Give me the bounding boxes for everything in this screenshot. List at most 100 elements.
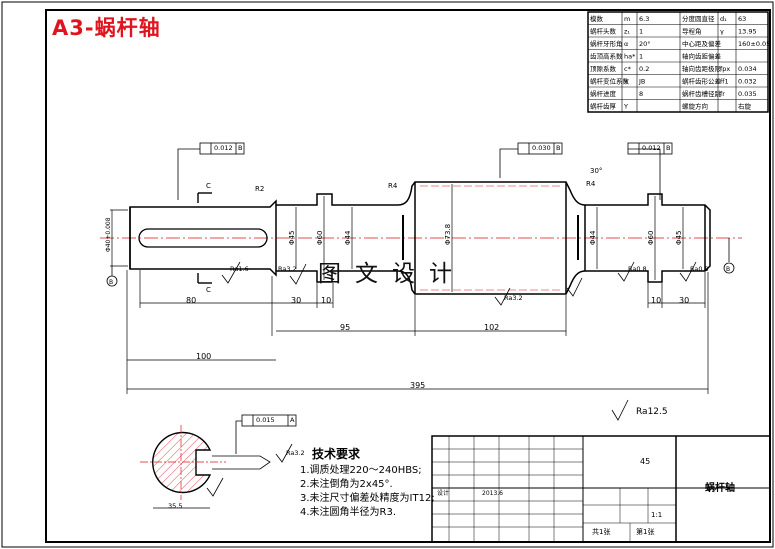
sheet-title: A3-蜗杆轴 xyxy=(52,16,161,40)
param-cell: d₁ xyxy=(720,15,727,23)
overall-roughness: Ra12.5 xyxy=(636,407,668,417)
roughness-label: Ra1.6 xyxy=(230,265,249,273)
param-cell: 蜗杆进度 xyxy=(590,89,617,98)
param-cell: 63 xyxy=(738,15,746,23)
dim-length: 30 xyxy=(291,296,302,305)
param-cell: Y xyxy=(623,103,628,111)
dimension-lines xyxy=(110,184,709,394)
param-cell: m xyxy=(624,15,630,23)
param-cell: ha* xyxy=(624,53,636,61)
dim-length: 100 xyxy=(196,352,212,361)
svg-text:B: B xyxy=(109,279,113,286)
tolerance-leaders xyxy=(177,142,673,200)
param-cell: ff1 xyxy=(720,78,729,86)
param-cell: 0.035 xyxy=(738,90,757,98)
param-cell: z₁ xyxy=(624,28,630,36)
tech-requirement-item: 3.未注尺寸偏差处精度为IT12; xyxy=(300,493,435,504)
diameter-label: Φ40+0.008 xyxy=(105,217,112,252)
chamfer-angle: 30° xyxy=(590,167,603,175)
param-cell: x xyxy=(624,78,628,86)
roughness-label: Ra3.2 xyxy=(286,449,305,457)
inner-frame xyxy=(45,9,771,543)
worm-thread-marks xyxy=(402,215,579,260)
shaft-outline xyxy=(129,181,711,295)
svg-text:B: B xyxy=(726,266,730,273)
param-cell: 导程角 xyxy=(682,27,702,36)
param-cell: 分度圆直径 xyxy=(682,14,715,23)
param-cell: 轴向齿距极限 xyxy=(682,64,722,73)
keyway-depth: 35.5 xyxy=(168,502,183,510)
diameter-label: Φ60 xyxy=(647,231,655,245)
param-cell: 1 xyxy=(639,28,643,36)
dim-length: 30 xyxy=(679,296,690,305)
material-label: 45 xyxy=(640,457,651,466)
fillet-label: R4 xyxy=(388,182,398,190)
dim-length: 102 xyxy=(484,323,500,332)
param-cell: 中心距及偏差 xyxy=(682,39,722,48)
tolerance-value: 0.015 xyxy=(256,416,275,424)
tech-requirement-item: 2.未注倒角为2x45°. xyxy=(300,479,393,490)
title-block xyxy=(431,435,771,543)
tolerance-datum: A xyxy=(290,416,295,424)
diameter-label: Φ73.8 xyxy=(444,224,452,245)
param-cell: 蜗杆齿槽径跳 xyxy=(682,89,722,98)
tech-requirement-item: 4.未注圆角半径为R3. xyxy=(300,507,397,518)
roughness-label: Ra0.8 xyxy=(628,265,647,273)
cross-section-view xyxy=(140,414,297,509)
tolerance-datum: B xyxy=(238,144,243,152)
roughness-label: Ra0.8 xyxy=(690,265,709,273)
tolerance-value: 0.012 xyxy=(214,144,233,152)
param-cell: c* xyxy=(624,65,632,73)
section-label: C xyxy=(206,182,211,190)
param-cell: 蜗杆齿形公差 xyxy=(682,77,722,86)
technical-requirements: 技术要求 1.调质处理220～240HBS; 2.未注倒角为2x45°. 3.未… xyxy=(300,448,435,522)
roughness-label: Ra3.2 xyxy=(504,294,523,302)
diameter-label: Φ45 xyxy=(675,231,683,245)
drawing-date: 2013.6 xyxy=(482,490,503,497)
param-cell: 0.032 xyxy=(738,78,757,86)
param-cell: 8 xyxy=(639,90,643,98)
param-cell: 齿顶高系数 xyxy=(590,52,623,61)
param-cell: 0.034 xyxy=(738,65,757,73)
part-name: 蜗杆轴 xyxy=(705,483,735,494)
param-cell: 蜗杆牙形角 xyxy=(590,39,623,48)
param-cell: 顶隙系数 xyxy=(590,64,617,73)
dim-length: 95 xyxy=(340,323,351,332)
diameter-label: Φ60 xyxy=(316,231,324,245)
roughness-label: Ra3.2 xyxy=(278,265,297,273)
param-cell: fr xyxy=(720,90,725,98)
datum-b-marker: B B xyxy=(106,238,735,287)
param-cell: 1 xyxy=(639,53,643,61)
param-cell: 160±0.05 xyxy=(738,40,770,48)
dim-length: 80 xyxy=(186,296,197,305)
tech-requirements-heading: 技术要求 xyxy=(312,447,361,461)
param-cell: 6.3 xyxy=(639,15,649,23)
tech-requirement-item: 1.调质处理220～240HBS; xyxy=(300,465,422,476)
watermark-text: 图文设计 xyxy=(318,261,466,287)
dim-length: 10 xyxy=(321,296,332,305)
param-cell: α xyxy=(624,40,628,48)
tolerance-value: 0.030 xyxy=(532,144,551,152)
param-cell: 模数 xyxy=(590,14,604,23)
keyway-slot xyxy=(138,228,268,248)
roughness-symbols xyxy=(206,261,697,497)
fillet-label: R2 xyxy=(255,185,265,193)
param-cell: 右旋 xyxy=(738,102,752,111)
param-cell: fpx xyxy=(720,65,730,73)
pitch-lines xyxy=(420,185,560,291)
param-cell: 螺旋方向 xyxy=(682,102,708,111)
param-cell: 0.2 xyxy=(639,65,649,73)
tolerance-datum: B xyxy=(556,144,561,152)
param-cell: JB xyxy=(638,78,645,86)
dim-length-overall: 395 xyxy=(410,381,426,390)
sheet-number: 第1张 xyxy=(636,528,655,536)
fillet-label: R4 xyxy=(586,180,596,188)
param-cell: 蜗杆变位系数 xyxy=(590,77,630,86)
tolerance-datum: B xyxy=(666,144,671,152)
section-label: C xyxy=(206,286,211,294)
param-cell: γ xyxy=(720,28,724,36)
scale-value: 1:1 xyxy=(651,511,663,519)
